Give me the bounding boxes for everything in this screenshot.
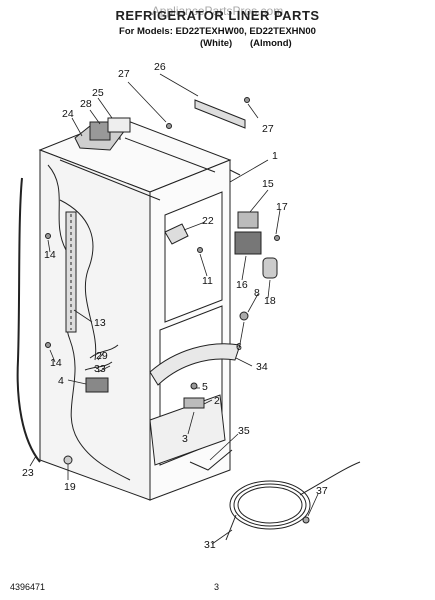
- callout-19: 19: [64, 481, 76, 493]
- page-number: 3: [214, 582, 220, 592]
- callout-5: 5: [202, 381, 208, 393]
- filter-cylinder: [262, 257, 278, 279]
- callout-15: 15: [262, 178, 274, 190]
- trim-strip: [194, 99, 246, 129]
- callout-6: 6: [236, 341, 242, 353]
- callout-1: 1: [272, 150, 278, 162]
- callout-17: 17: [276, 201, 288, 213]
- callout-24: 24: [62, 108, 74, 120]
- callout-4: 4: [58, 375, 64, 387]
- drain-tube: [16, 177, 41, 463]
- shelf-bracket: [164, 223, 189, 245]
- callout-34: 34: [256, 361, 268, 373]
- callout-8: 8: [254, 287, 260, 299]
- callout-11: 11: [202, 275, 213, 287]
- watermark: AppliancePartsPros.com: [151, 4, 284, 18]
- callout-2: 2: [214, 395, 220, 407]
- page-title: REFRIGERATOR LINER PARTS: [115, 8, 320, 23]
- variant-white: (White): [200, 38, 233, 49]
- callout-27: 27: [262, 123, 274, 135]
- water-tubing-coil: [225, 461, 361, 541]
- callout-23: 23: [22, 467, 34, 479]
- callout-18: 18: [264, 295, 276, 307]
- callout-37: 37: [316, 485, 328, 497]
- callout-14: 14: [50, 357, 62, 369]
- small-bracket: [183, 397, 205, 409]
- callout-29: 29: [96, 350, 108, 362]
- callout-25: 25: [92, 87, 104, 99]
- callout-33: 33: [94, 363, 106, 375]
- callout-35: 35: [238, 425, 250, 437]
- callout-22: 22: [202, 215, 214, 227]
- callout-3: 3: [182, 433, 188, 445]
- crisper-cover: [149, 343, 241, 386]
- callout-26: 26: [154, 61, 166, 73]
- variant-almond: (Almond): [250, 38, 292, 49]
- callout-14: 14: [44, 249, 56, 261]
- callout-28: 28: [80, 98, 92, 110]
- dispenser-top: [237, 211, 259, 229]
- shelf-rail: [65, 211, 77, 333]
- bracket-part: [107, 117, 131, 133]
- callout-27: 27: [118, 68, 130, 80]
- callout-31: 31: [204, 539, 216, 551]
- callout-16: 16: [236, 279, 248, 291]
- dispenser-body: [234, 231, 262, 255]
- vent-grille: [85, 377, 109, 393]
- model-numbers: For Models: ED22TEXHW00, ED22TEXHN00: [119, 26, 316, 37]
- document-number: 4396471: [10, 582, 46, 592]
- foam-outline: [47, 164, 131, 481]
- callout-13: 13: [94, 317, 106, 329]
